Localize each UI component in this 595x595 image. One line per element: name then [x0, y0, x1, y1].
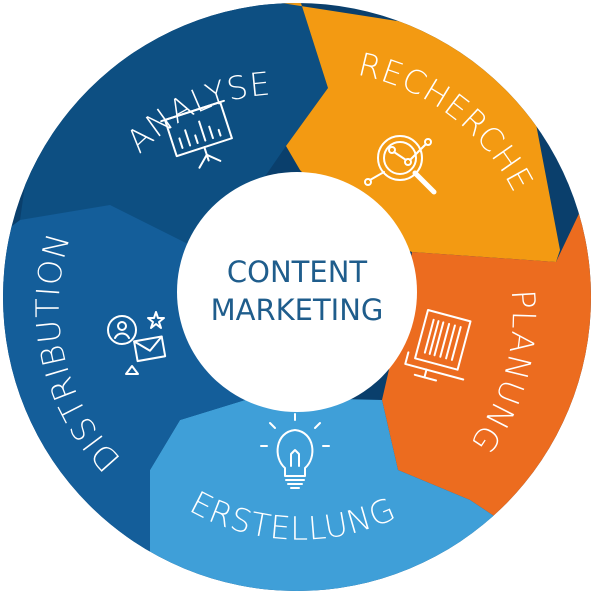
center-title-line-2: MARKETING: [211, 293, 384, 327]
document-monitor-icon: [404, 309, 472, 382]
center-title-line-1: CONTENT: [227, 255, 367, 289]
center-circle: [177, 172, 417, 412]
segment-erstellung: [150, 398, 500, 591]
lightbulb-icon: [260, 413, 330, 489]
presentation-chart-icon: [160, 99, 233, 169]
magnifier-network-icon: [364, 135, 437, 195]
share-envelope-icon: [107, 311, 167, 375]
